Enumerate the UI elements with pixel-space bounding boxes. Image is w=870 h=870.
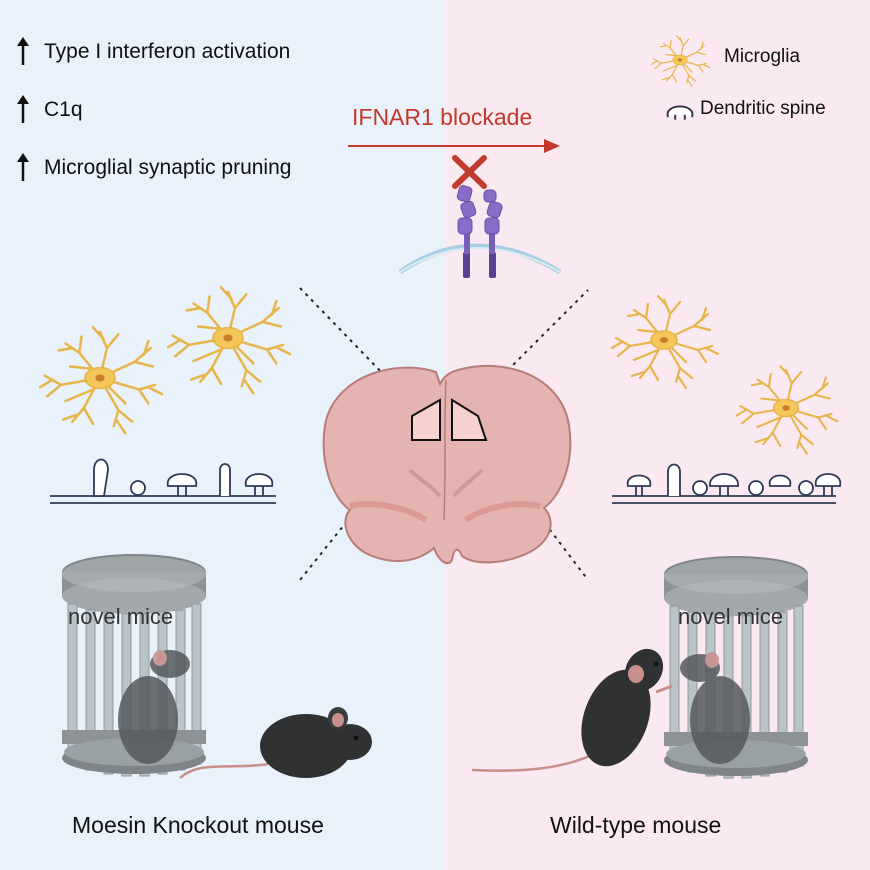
- brain-section-icon: [322, 364, 572, 565]
- cage-label-left: novel mice: [68, 604, 174, 629]
- upregulated-label: C1q: [44, 98, 83, 121]
- up-arrow-icon: [17, 37, 29, 65]
- receptor-icon: [398, 185, 562, 278]
- mouse-icon-left: [179, 707, 372, 779]
- legend-microglia-label: Microglia: [724, 46, 801, 67]
- up-arrow-icon: [17, 153, 29, 181]
- mouse-icon-right: [471, 648, 673, 772]
- right-caption: Wild-type mouse: [550, 812, 722, 838]
- mouse-in-cage-left: [118, 650, 190, 764]
- dendrite-left: [50, 458, 276, 504]
- x-mark-icon: [452, 155, 487, 189]
- upregulated-item: Microglial synaptic pruning: [14, 150, 291, 186]
- upregulated-label: Microglial synaptic pruning: [44, 156, 292, 179]
- upregulated-item: Type I interferon activation: [14, 34, 291, 70]
- dendrite-right: [612, 463, 841, 504]
- blockade-arrow: [348, 139, 560, 153]
- cage-label-right: novel mice: [678, 604, 784, 629]
- left-caption: Moesin Knockout mouse: [72, 812, 324, 838]
- mouse-in-cage-right: [680, 652, 750, 764]
- upregulated-item: C1q: [14, 92, 291, 128]
- up-arrow-icon: [17, 95, 29, 123]
- upregulated-label: Type I interferon activation: [44, 40, 291, 63]
- legend-spine-label: Dendritic spine: [700, 98, 826, 119]
- blockade-label: IFNAR1 blockade: [352, 104, 533, 130]
